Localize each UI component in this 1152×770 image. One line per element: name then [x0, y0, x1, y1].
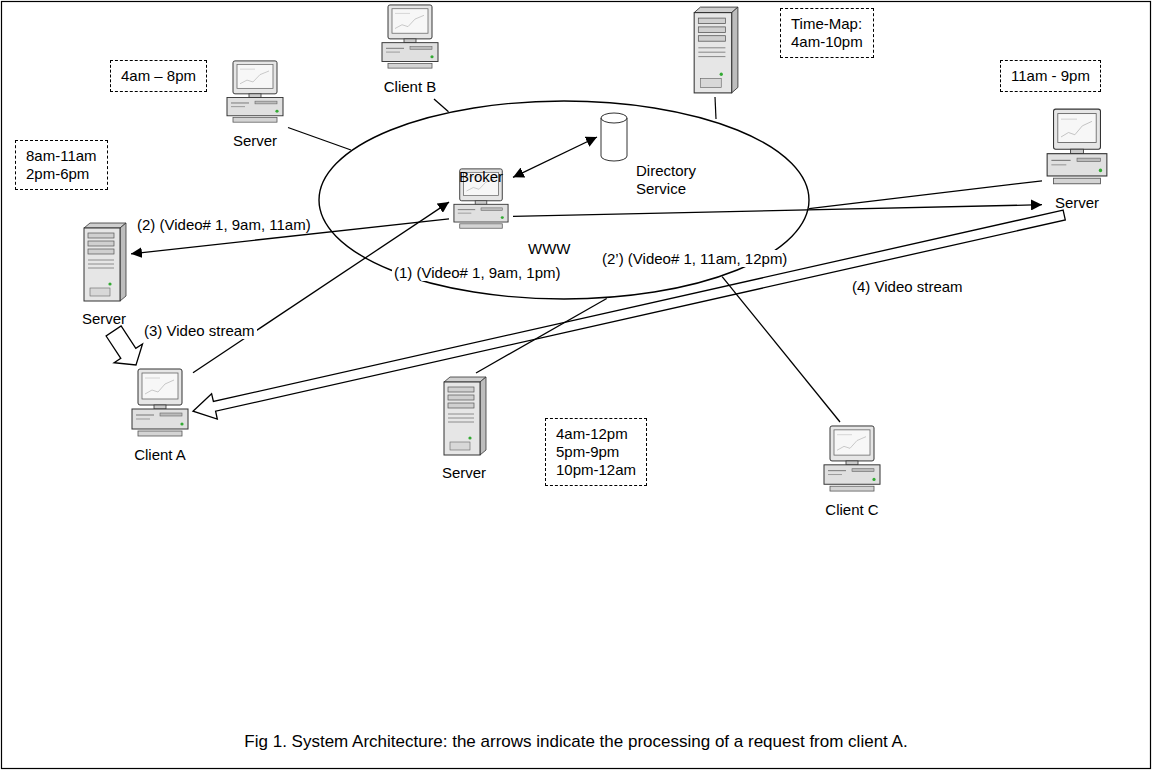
database-cylinder	[600, 112, 628, 162]
icon-use	[132, 369, 188, 436]
node-label: Directory Service	[636, 162, 708, 198]
time-slot-box: Time-Map:4am-10pm	[780, 8, 874, 58]
request-arrow	[513, 137, 597, 177]
icon-use	[227, 61, 283, 122]
icon-use	[824, 426, 880, 491]
server-tower-node: Server	[80, 222, 128, 328]
node-label: Server	[442, 464, 486, 482]
directory-cylinder: Directory Service	[600, 112, 636, 162]
server-tower-icon	[440, 376, 488, 456]
node-label: Server	[1055, 194, 1099, 212]
figure-caption: Fig 1. System Architecture: the arrows i…	[0, 732, 1152, 752]
time-slot-box: 4am-12pm5pm-9pm10pm-12am	[545, 418, 647, 486]
network-link	[715, 97, 716, 119]
time-slot-text: 4am-12pm	[556, 425, 636, 443]
video-stream-arrow	[193, 210, 1065, 419]
network-link	[434, 99, 449, 112]
computer-node: Broker	[452, 168, 510, 230]
time-slot-text: 2pm-6pm	[26, 165, 97, 183]
computer-icon	[380, 4, 440, 70]
node-label: Client B	[384, 78, 437, 96]
computer-icon	[1045, 108, 1109, 186]
node-label: Broker	[459, 168, 503, 186]
time-slot-box: 4am – 8pm	[110, 60, 207, 92]
computer-node: Client C	[822, 425, 882, 519]
time-slot-box: 8am-11am2pm-6pm	[15, 140, 108, 190]
icon-use	[84, 223, 126, 301]
icon-use	[444, 377, 486, 455]
network-link	[722, 277, 840, 422]
time-slot-text: 8am-11am	[26, 147, 97, 165]
computer-node: Server	[1045, 108, 1109, 212]
network-link	[476, 298, 607, 373]
edge-label: (2) (Video# 1, 9am, 11am)	[135, 216, 313, 233]
ellipse-shape	[319, 101, 809, 299]
node-label: Server	[82, 310, 126, 328]
network-label: WWW	[528, 240, 570, 258]
edge-label: (2’) (Video# 1, 11am, 12pm)	[600, 250, 789, 267]
icon-use	[454, 169, 508, 228]
network-link	[288, 128, 351, 151]
server-tower-node: Server	[440, 376, 488, 482]
request-arrow	[513, 205, 1042, 217]
cylinder-body	[601, 113, 627, 161]
time-slot-text: 4am-10pm	[791, 33, 863, 51]
server-tower-icon	[80, 222, 128, 302]
icon-use	[1047, 109, 1107, 184]
node-label: Client C	[825, 501, 878, 519]
node-label: Server	[233, 132, 277, 150]
computer-node: Server	[225, 60, 285, 150]
time-slot-text: 5pm-9pm	[556, 443, 636, 461]
edge-label: (1) (Video# 1, 9am, 1pm)	[392, 264, 562, 281]
time-map-server-icon	[694, 7, 738, 93]
network-link	[809, 181, 1042, 209]
time-slot-box: 11am - 9pm	[1000, 60, 1101, 92]
time-slot-text: 10pm-12am	[556, 461, 636, 479]
node-label: Client A	[134, 446, 186, 464]
computer-icon	[822, 425, 882, 493]
computer-icon	[225, 60, 285, 124]
computer-node: Client A	[130, 368, 190, 464]
time-slot-text: Time-Map:	[791, 15, 863, 33]
time-slot-text: 11am - 9pm	[1011, 67, 1090, 85]
computer-icon	[130, 368, 190, 438]
icon-use	[382, 5, 438, 68]
edge-label: (3) Video stream	[142, 322, 257, 339]
edge-label: (4) Video stream	[850, 278, 965, 295]
time-slot-text: 4am – 8pm	[121, 67, 196, 85]
video-stream-arrow	[106, 326, 142, 365]
computer-node: Client B	[380, 4, 440, 96]
